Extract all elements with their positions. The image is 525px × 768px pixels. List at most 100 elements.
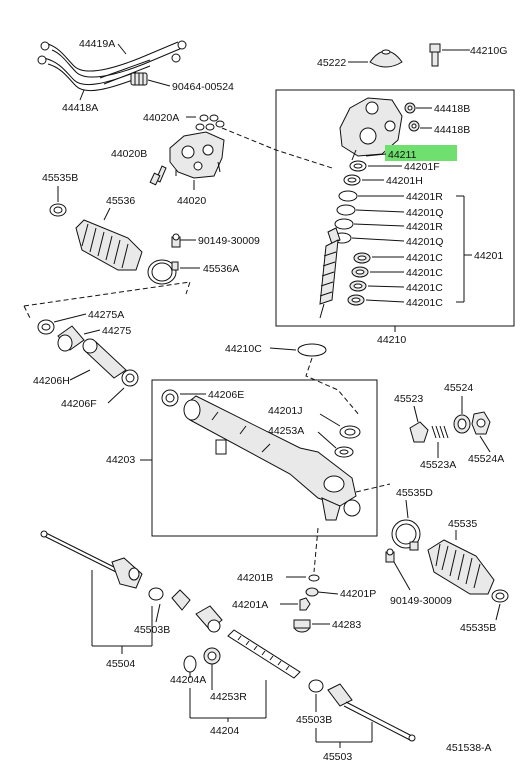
label-44418B-1[interactable]: 44418B (434, 103, 470, 115)
lock-nut-45524A[interactable] (471, 411, 491, 435)
bearing-44201H[interactable] (343, 174, 361, 186)
label-45535B-bottom[interactable]: 45535B (460, 622, 496, 634)
label-44020A[interactable]: 44020A (143, 112, 179, 124)
boot-clamp-45535D[interactable] (391, 519, 421, 551)
cap-44283[interactable] (293, 619, 311, 633)
label-44020B[interactable]: 44020B (111, 148, 147, 160)
label-44020[interactable]: 44020 (177, 195, 206, 207)
clip-90149-bottom[interactable] (385, 548, 395, 563)
label-45523[interactable]: 45523 (394, 393, 423, 405)
label-90149-30009-bottom[interactable]: 90149-30009 (390, 595, 452, 607)
label-44283[interactable]: 44283 (332, 619, 361, 631)
tie-rod-45503[interactable] (308, 679, 416, 742)
label-44203[interactable]: 44203 (106, 454, 135, 466)
snap-ring-44275A[interactable] (37, 319, 55, 335)
label-44201Q-1[interactable]: 44201Q (406, 207, 443, 219)
spring-45523A[interactable] (431, 425, 449, 439)
clip-90149-top[interactable] (171, 233, 181, 248)
bolt-44210G[interactable] (429, 43, 441, 67)
label-44201B[interactable]: 44201B (237, 572, 273, 584)
rack-boot-45535[interactable] (427, 539, 495, 595)
control-valve-shaft-44201[interactable] (319, 227, 341, 319)
bearing-44201P[interactable] (305, 587, 319, 597)
label-44201H[interactable]: 44201H (386, 175, 423, 187)
rack-boot-45536[interactable] (75, 219, 143, 271)
ring-44204A[interactable] (183, 655, 197, 673)
label-45503B-right[interactable]: 45503B (296, 714, 332, 726)
rack-44204[interactable] (171, 589, 301, 679)
label-45504[interactable]: 45504 (106, 658, 135, 670)
label-44253R[interactable]: 44253R (210, 691, 247, 703)
label-44201J[interactable]: 44201J (268, 405, 302, 417)
label-44201P[interactable]: 44201P (340, 588, 376, 600)
label-44253A[interactable]: 44253A (268, 425, 304, 437)
label-44206H[interactable]: 44206H (33, 375, 70, 387)
label-44201R-2[interactable]: 44201R (406, 221, 443, 233)
label-44210C[interactable]: 44210C (225, 343, 262, 355)
label-44418A[interactable]: 44418A (62, 102, 98, 114)
bush-44275[interactable] (57, 325, 85, 352)
label-44201C-3[interactable]: 44201C (406, 282, 443, 294)
valve-housing-44020[interactable] (169, 131, 225, 179)
label-44418B-2[interactable]: 44418B (434, 124, 470, 136)
label-45524[interactable]: 45524 (444, 382, 473, 394)
boot-clamp-45536A[interactable] (147, 259, 179, 285)
plug-44418B-1[interactable] (404, 102, 416, 114)
label-44206E[interactable]: 44206E (208, 389, 244, 401)
valve-body-44211[interactable] (339, 97, 403, 161)
label-45536A[interactable]: 45536A (203, 263, 239, 275)
label-44210[interactable]: 44210 (377, 334, 406, 346)
rack-guide-45523[interactable] (409, 421, 429, 443)
label-45535[interactable]: 45535 (448, 518, 477, 530)
dust-cover-45222[interactable] (369, 49, 403, 68)
label-44201Q-2[interactable]: 44201Q (406, 236, 443, 248)
label-45503[interactable]: 45503 (323, 751, 352, 763)
o-ring-set-44020A[interactable] (195, 114, 225, 131)
seal-44253A[interactable] (334, 446, 354, 458)
tube-44206H[interactable] (82, 338, 127, 379)
label-44211[interactable]: 44211 (388, 149, 417, 161)
label-44206F[interactable]: 44206F (61, 398, 97, 410)
ring-stack-44201RQ[interactable] (332, 190, 358, 244)
label-45222[interactable]: 45222 (317, 57, 346, 69)
label-44204A[interactable]: 44204A (170, 674, 206, 686)
label-90464-00524[interactable]: 90464-00524 (172, 81, 234, 93)
seal-44206F[interactable] (121, 369, 139, 387)
label-44210G[interactable]: 44210G (470, 45, 507, 57)
label-44275A[interactable]: 44275A (88, 309, 124, 321)
pipe-clamp[interactable] (130, 72, 148, 86)
pressure-pipe-set[interactable] (37, 40, 187, 92)
seal-ring-stack-44201C[interactable] (347, 252, 371, 306)
rack-housing-44203[interactable] (183, 395, 361, 521)
nut-44201A[interactable] (299, 597, 311, 611)
label-44201C-1[interactable]: 44201C (406, 252, 443, 264)
washer-44201B[interactable] (308, 574, 320, 582)
label-45523A[interactable]: 45523A (420, 459, 456, 471)
label-44201C-2[interactable]: 44201C (406, 267, 443, 279)
label-44201R-1[interactable]: 44201R (406, 191, 443, 203)
label-45524A[interactable]: 45524A (468, 453, 504, 465)
label-90149-30009-top[interactable]: 90149-30009 (198, 235, 260, 247)
label-44204[interactable]: 44204 (210, 725, 239, 737)
label-44201[interactable]: 44201 (474, 250, 503, 262)
label-44419A[interactable]: 44419A (79, 38, 115, 50)
label-44201C-4[interactable]: 44201C (406, 297, 443, 309)
seal-44201J[interactable] (339, 425, 361, 439)
o-ring-44210C[interactable] (297, 343, 327, 357)
label-45535D[interactable]: 45535D (396, 487, 433, 499)
boot-clamp-45535B-left[interactable] (49, 203, 67, 217)
tie-rod-end-45504[interactable] (40, 530, 164, 601)
oil-seal-44206E[interactable] (161, 389, 179, 407)
label-44275[interactable]: 44275 (102, 325, 131, 337)
label-45536[interactable]: 45536 (106, 195, 135, 207)
label-44201F[interactable]: 44201F (404, 161, 440, 173)
spring-cap-45524[interactable] (453, 414, 471, 434)
label-44201A[interactable]: 44201A (232, 599, 268, 611)
seal-44201F[interactable] (349, 160, 367, 172)
label-45535B-top[interactable]: 45535B (42, 172, 78, 184)
bush-44253R[interactable] (203, 647, 221, 665)
plug-44418B-2[interactable] (408, 120, 420, 132)
boot-clamp-45535B-right[interactable] (491, 589, 509, 603)
bolt-44020B[interactable] (149, 165, 167, 186)
